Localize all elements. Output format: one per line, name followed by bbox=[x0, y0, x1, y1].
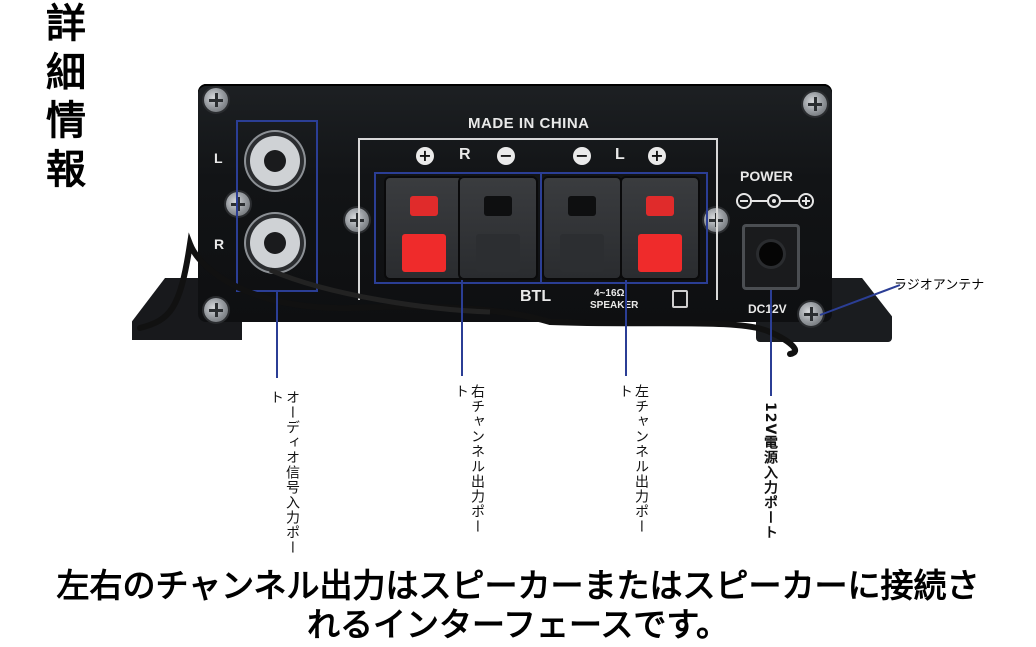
speaker-terminal-l-plus[interactable] bbox=[622, 178, 698, 278]
terminal-frame bbox=[358, 138, 718, 300]
minus-icon: − bbox=[573, 147, 591, 165]
side-heading-char: 報 bbox=[46, 146, 86, 193]
speaker-terminal-r-minus[interactable] bbox=[460, 178, 536, 278]
speaker-terminal-r-plus[interactable] bbox=[386, 178, 462, 278]
screw-icon bbox=[226, 192, 250, 216]
plus-icon: + bbox=[416, 147, 434, 165]
rca-jack-right[interactable] bbox=[250, 218, 300, 268]
dc-voltage-label: DC12V bbox=[748, 302, 787, 316]
btl-label: BTL bbox=[520, 288, 552, 305]
input-right-label: R bbox=[214, 236, 225, 252]
side-heading-char: 詳 bbox=[46, 1, 86, 47]
plus-icon: + bbox=[648, 147, 666, 165]
minus-icon: − bbox=[497, 147, 515, 165]
side-heading: 詳 細 情 報 bbox=[44, 2, 88, 192]
made-in-label: MADE IN CHINA bbox=[468, 115, 590, 132]
right-output-label: 右チャンネル出力ポート bbox=[453, 384, 485, 534]
left-output-label: 左チャンネル出力ポート bbox=[617, 384, 649, 534]
caption-line-2: れるインターフェースです。 bbox=[306, 605, 730, 644]
screw-icon bbox=[345, 208, 369, 232]
channel-r-label: R bbox=[459, 146, 471, 163]
caption-line-1: 左右のチャンネル出力はスピーカーまたはスピーカーに接続さ bbox=[56, 566, 980, 605]
side-heading-char: 情 bbox=[46, 98, 86, 145]
screw-icon bbox=[799, 302, 823, 326]
audio-input-label: オーディオ信号入力ポート bbox=[268, 390, 300, 555]
power-input-label: 12V電源入力ポート bbox=[762, 402, 778, 541]
speaker-label: SPEAKER bbox=[590, 300, 639, 311]
screw-icon bbox=[803, 92, 827, 116]
screw-icon bbox=[204, 298, 228, 322]
callout-line-audio bbox=[276, 290, 278, 378]
screw-icon bbox=[204, 88, 228, 112]
callout-line-right bbox=[461, 280, 463, 376]
left-output-highlight bbox=[540, 172, 708, 284]
power-label: POWER bbox=[740, 168, 793, 184]
caption: 左右のチャンネル出力はスピーカーまたはスピーカーに接続さ れるインターフェースで… bbox=[0, 566, 1036, 644]
impedance-label: 4~16Ω bbox=[594, 288, 625, 299]
radio-antenna-cable bbox=[137, 232, 799, 357]
callout-line-left bbox=[625, 280, 627, 376]
dc-polarity-icon bbox=[736, 192, 814, 210]
channel-l-label: L bbox=[615, 146, 625, 163]
radio-antenna-label: ラジオアンテナ bbox=[894, 278, 985, 293]
speaker-terminal-l-minus[interactable] bbox=[544, 178, 620, 278]
speaker-icon bbox=[672, 290, 688, 308]
input-left-label: L bbox=[214, 150, 223, 166]
rca-jack-left[interactable] bbox=[250, 136, 300, 186]
callout-line-power bbox=[770, 290, 772, 396]
callout-line-antenna bbox=[819, 284, 901, 316]
dc-power-jack[interactable] bbox=[742, 224, 800, 290]
side-heading-char: 細 bbox=[46, 49, 86, 96]
